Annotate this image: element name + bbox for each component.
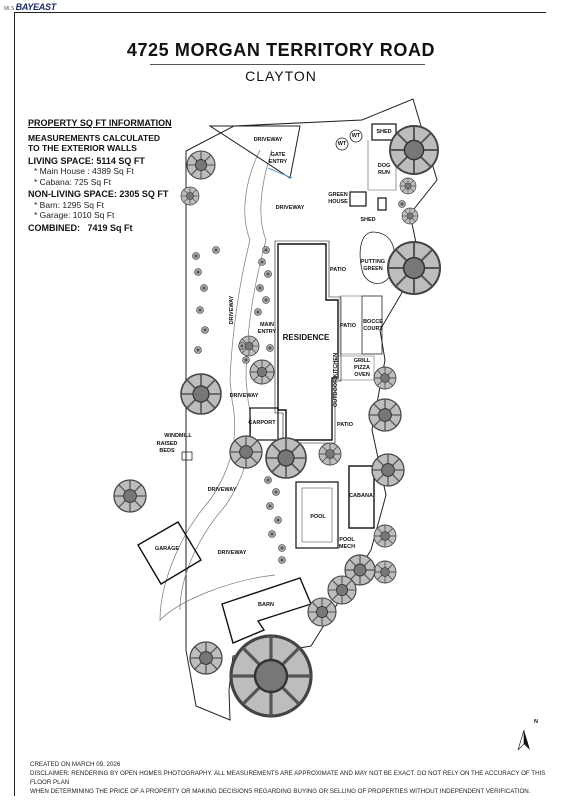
label-raised: RAISED bbox=[156, 440, 178, 447]
label-garage: GARAGE bbox=[154, 545, 180, 552]
label-patio-3: PATIO bbox=[337, 421, 353, 428]
title-divider bbox=[150, 64, 425, 65]
created-date: CREATED ON MARCH 09, 2026 bbox=[30, 761, 121, 768]
label-shed-small: SHED bbox=[360, 216, 376, 223]
gate-entry bbox=[208, 125, 301, 179]
label-dog: DOG bbox=[377, 162, 391, 169]
garage-outline bbox=[137, 521, 202, 585]
label-putting: PUTTING bbox=[360, 258, 386, 265]
barn-sqft: * Barn: 1295 Sq Ft bbox=[34, 199, 104, 210]
driveway-path-2 bbox=[179, 149, 273, 611]
label-patio-1: PATIO bbox=[330, 266, 346, 273]
sqft-info-panel: PROPERTY SQ FT INFORMATION MEASUREMENTS … bbox=[28, 118, 172, 233]
label-entry-main: ENTRY bbox=[257, 328, 277, 335]
mls-logo: MLS BAYEAST bbox=[4, 2, 56, 12]
cabana-outline bbox=[348, 465, 375, 529]
label-gate: GATE bbox=[270, 151, 286, 158]
putting-green-outline bbox=[359, 231, 395, 284]
label-court: COURT bbox=[363, 325, 383, 332]
label-windmill: WINDMILL bbox=[164, 432, 192, 439]
label-patio-2: PATIO bbox=[340, 322, 356, 329]
north-arrow-icon bbox=[517, 729, 530, 751]
cabana-sqft: * Cabana: 725 Sq Ft bbox=[34, 176, 112, 187]
page-frame bbox=[14, 12, 546, 796]
living-space: LIVING SPACE: 5114 SQ FT bbox=[28, 155, 145, 166]
main-house-sqft: * Main House : 4389 Sq Ft bbox=[34, 166, 134, 176]
label-north: N bbox=[534, 718, 538, 725]
label-wt-1: WT bbox=[351, 132, 361, 139]
label-driveway-bottom: DRIVEWAY bbox=[217, 549, 247, 556]
label-barn: BARN bbox=[258, 601, 274, 608]
label-shed-top: SHED bbox=[376, 128, 392, 135]
disclaimer-line2: WHEN DETERMINING THE PRICE OF A PROPERTY… bbox=[30, 788, 531, 795]
calc-note-line2: TO THE EXTERIOR WALLS bbox=[28, 143, 137, 153]
sqft-heading: PROPERTY SQ FT INFORMATION bbox=[28, 118, 172, 128]
shed-top bbox=[371, 123, 397, 141]
driveway-path bbox=[159, 149, 276, 621]
label-entry: ENTRY bbox=[268, 158, 288, 165]
label-run: RUN bbox=[378, 169, 390, 176]
label-outdoor-kitchen: OUTDOOR KITCHEN bbox=[332, 352, 339, 408]
label-carport: CARPORT bbox=[248, 419, 276, 426]
label-driveway-top: DRIVEWAY bbox=[253, 136, 283, 143]
label-wt-2: WT bbox=[337, 140, 347, 147]
green-house-box bbox=[349, 191, 367, 207]
label-green: GREEN bbox=[328, 191, 348, 198]
calc-note-line1: MEASUREMENTS CALCULATED bbox=[28, 132, 161, 143]
label-driveway-carport: DRIVEWAY bbox=[229, 392, 259, 399]
label-residence: RESIDENCE bbox=[282, 332, 330, 342]
disclaimer-line1: DISCLAIMER: RENDERING BY OPEN HOMES PHOT… bbox=[30, 770, 546, 786]
barn-outline bbox=[221, 577, 312, 644]
label-pool-mech-2: MECH bbox=[338, 543, 356, 550]
label-bocce: BOCCE bbox=[363, 318, 383, 325]
property-city: CLAYTON bbox=[245, 68, 317, 84]
pool-outline bbox=[295, 481, 339, 549]
label-house: HOUSE bbox=[328, 198, 348, 205]
label-driveway-vertical: DRIVEWAY bbox=[228, 295, 235, 325]
label-grill: GRILL bbox=[353, 357, 371, 364]
label-pool-mech-1: POOL bbox=[339, 536, 355, 543]
label-pizza: PIZZA bbox=[354, 364, 370, 371]
property-title: 4725 MORGAN TERRITORY ROAD bbox=[126, 40, 436, 60]
label-driveway-lower: DRIVEWAY bbox=[207, 486, 237, 493]
label-putting-green: GREEN bbox=[363, 265, 383, 272]
label-driveway-mid: DRIVEWAY bbox=[275, 204, 305, 211]
label-beds: BEDS bbox=[159, 447, 175, 454]
footer: CREATED ON MARCH 09, 2026 DISCLAIMER: RE… bbox=[30, 760, 562, 796]
label-pool: POOL bbox=[310, 513, 326, 520]
residence-outline bbox=[277, 243, 339, 441]
label-oven: OVEN bbox=[354, 371, 370, 378]
non-living-space: NON-LIVING SPACE: 2305 SQ FT bbox=[28, 189, 169, 199]
label-cabana: CABANA bbox=[349, 492, 373, 499]
combined-sqft: COMBINED: 7419 Sq Ft bbox=[28, 222, 133, 233]
carport-outline bbox=[249, 407, 279, 441]
label-main: MAIN bbox=[259, 321, 275, 328]
garage-sqft: * Garage: 1010 Sq Ft bbox=[34, 210, 115, 220]
